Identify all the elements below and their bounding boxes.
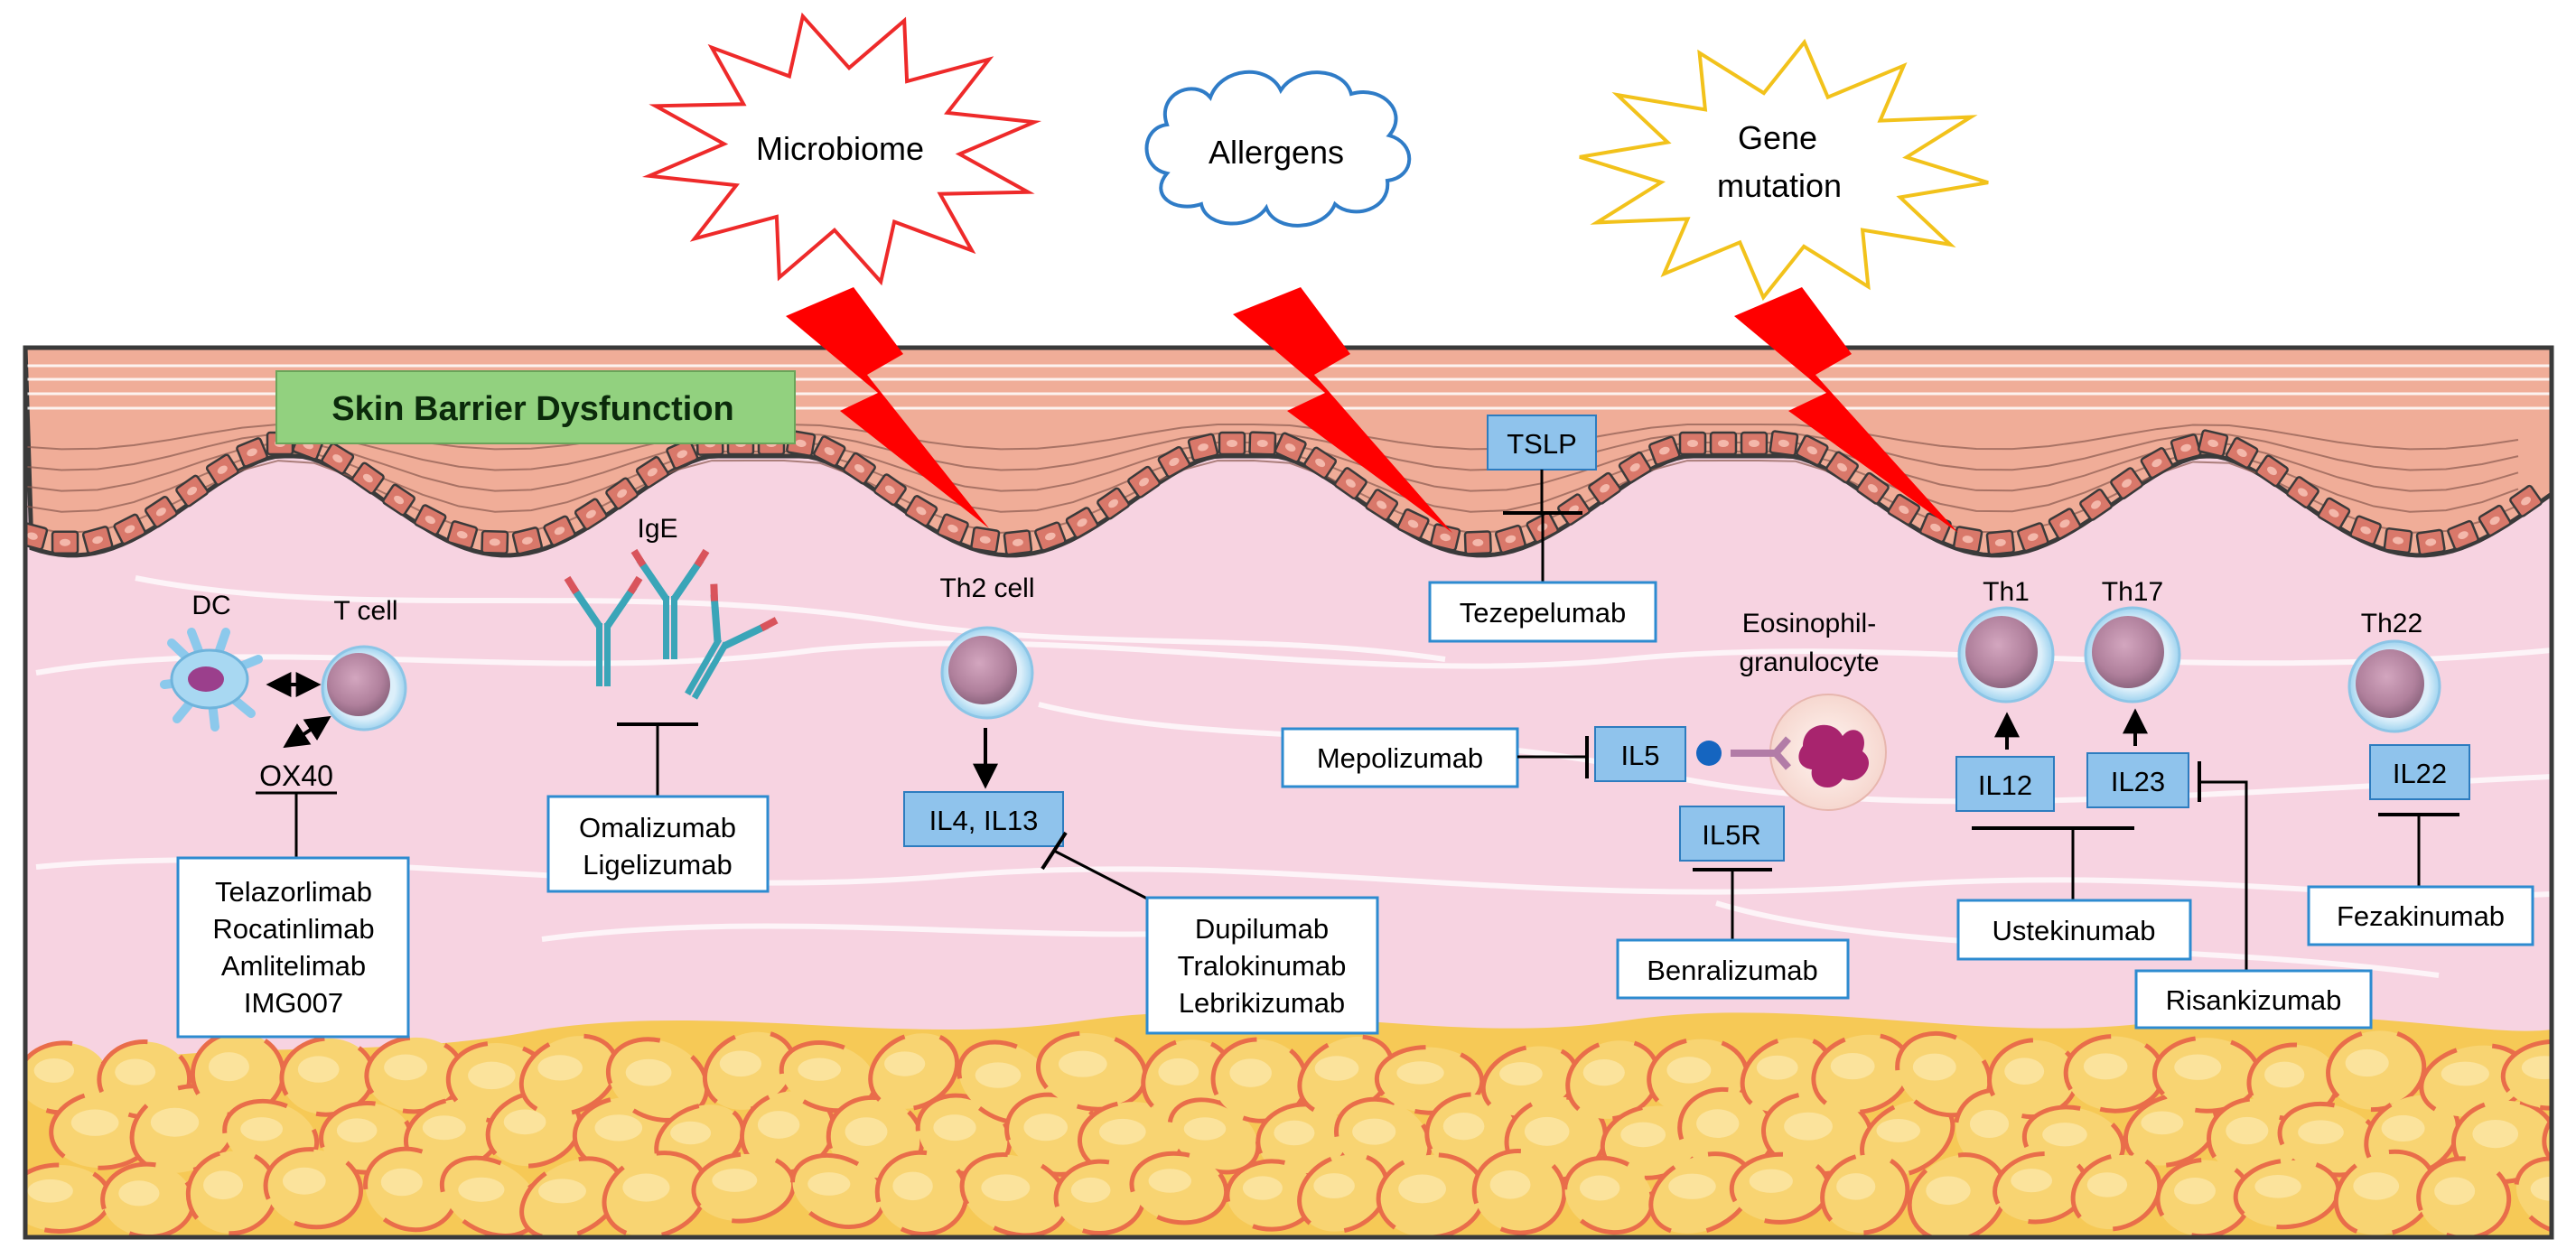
t-cell-label: T cell [333, 596, 397, 626]
tslp-box [1487, 415, 1597, 471]
ox40-drug-3: Amlitelimab [221, 950, 366, 982]
allergens-cloud [1144, 70, 1412, 228]
th17-cell [2084, 606, 2181, 704]
tslp-drug-box [1428, 581, 1657, 643]
th1-cell [1957, 606, 2055, 704]
th22-label: Th22 [2361, 609, 2422, 638]
il4-drug-1: Dupilumab [1195, 913, 1329, 945]
microbiome-burst [641, 12, 1042, 286]
dendritic-cell [160, 628, 263, 732]
il22-drug-box [2307, 885, 2534, 946]
il4-drugs-box [1145, 896, 1379, 1035]
eosinophil-label-line1: Eosinophil- [1742, 609, 1876, 638]
risankizumab-label: Risankizumab [2166, 984, 2342, 1016]
il5r-drug: Benralizumab [1647, 955, 1818, 986]
lightning-bolt-gene [1734, 287, 1958, 533]
lightning-bolt-microbiome [786, 287, 989, 528]
subcutaneous-fat [25, 1012, 2552, 1237]
ige-label: IgE [637, 514, 677, 544]
gene-mutation-label-line1: Gene [1738, 119, 1817, 156]
il5r-box [1679, 806, 1785, 862]
ox40-drug-4: IMG007 [244, 987, 343, 1019]
ustekinumab-label: Ustekinumab [1993, 915, 2156, 946]
th22-cell [2347, 639, 2441, 733]
skin-section [25, 348, 2552, 1237]
allergens-label: Allergens [1209, 134, 1344, 171]
ox40-drug-1: Telazorlimab [215, 876, 372, 908]
ox40-tcell-interaction-arrow [283, 715, 331, 749]
il5r-drug-box [1616, 938, 1850, 1000]
il5-box [1594, 726, 1686, 782]
th2-cell [940, 626, 1034, 720]
il4-drug-3: Lebrikizumab [1179, 987, 1345, 1019]
gene-mutation-burst [1579, 38, 1989, 302]
risankizumab-box [2134, 969, 2373, 1030]
il5r-label: IL5R [1702, 819, 1760, 851]
risankizumab-inhibition-line [2199, 780, 2248, 971]
ox40-label: OX40 [259, 759, 333, 792]
title-box [275, 370, 796, 444]
il12-label: IL12 [1978, 769, 2032, 801]
diagram-title: Skin Barrier Dysfunction [331, 390, 734, 428]
t-cell [321, 645, 407, 732]
il4-inhibition-line [1053, 849, 1148, 900]
il22-drug: Fezakinumab [2337, 900, 2505, 932]
th17-label: Th17 [2102, 577, 2163, 607]
il23-label: IL23 [2111, 766, 2165, 797]
ige-drug-2: Ligelizumab [583, 849, 732, 881]
microbiome-label: Microbiome [756, 130, 924, 167]
ige-drug-1: Omalizumab [579, 812, 736, 843]
th2-cell-label: Th2 cell [939, 573, 1034, 603]
tslp-drug: Tezepelumab [1460, 597, 1626, 629]
il4-drug-2: Tralokinumab [1178, 950, 1347, 982]
il4-il13-box [903, 791, 1064, 847]
tslp-label: TSLP [1507, 428, 1577, 460]
il22-label: IL22 [2393, 758, 2447, 789]
ox40-drugs-box [176, 856, 410, 1039]
ox40-drug-2: Rocatinlimab [212, 913, 374, 945]
ustekinumab-box [1956, 899, 2192, 961]
il5-label: IL5 [1620, 740, 1659, 771]
il12-box [1955, 756, 2055, 812]
ige-drugs-box [546, 795, 770, 893]
il5-receptor [1696, 736, 1792, 770]
il4-il13-label: IL4, IL13 [929, 805, 1039, 836]
il23-box [2086, 752, 2189, 808]
ige-antibodies [564, 548, 779, 700]
il5-drug: Mepolizumab [1317, 742, 1483, 774]
eosinophil-label-line2: granulocyte [1739, 648, 1879, 677]
il22-box [2369, 744, 2470, 800]
lightning-bolt-allergens [1233, 287, 1452, 533]
dc-label: DC [191, 591, 230, 620]
th1-label: Th1 [1983, 577, 2030, 607]
eosinophil-granulocyte [1769, 694, 1887, 811]
gene-mutation-label-line2: mutation [1717, 167, 1842, 204]
